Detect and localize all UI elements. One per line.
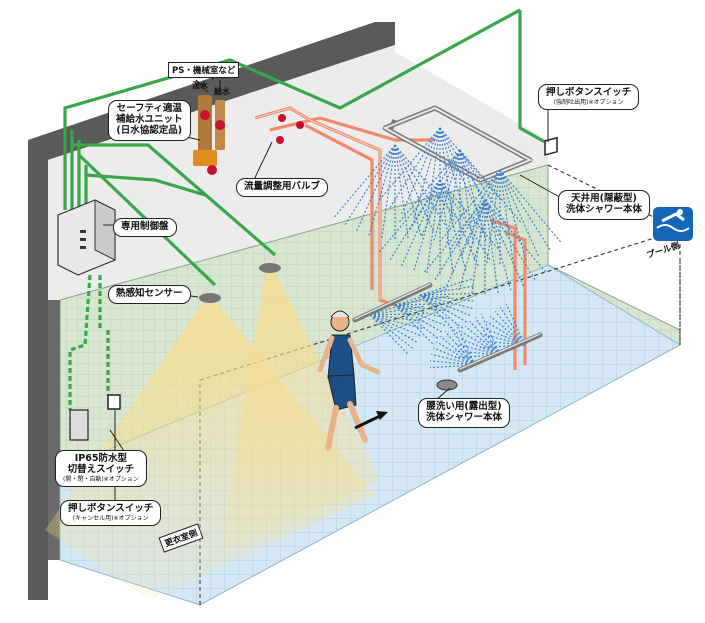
sensor-beam-right bbox=[220, 272, 380, 555]
pool-icon bbox=[653, 207, 693, 241]
spray-line bbox=[499, 307, 526, 346]
person-figure bbox=[317, 310, 381, 451]
spray-line bbox=[464, 325, 501, 356]
wall-switches bbox=[69, 136, 558, 441]
cold-water-label: 給水 bbox=[214, 87, 230, 96]
spray-line bbox=[433, 347, 476, 366]
spray-line bbox=[449, 327, 476, 366]
spray-line bbox=[419, 294, 464, 330]
spray-line bbox=[480, 344, 526, 349]
spray-line bbox=[419, 293, 475, 296]
upper-wall-face bbox=[48, 45, 548, 300]
waist-shower-bars-hl bbox=[354, 283, 541, 370]
spray-line bbox=[369, 314, 418, 344]
spray-line bbox=[419, 294, 475, 302]
spray-line bbox=[444, 331, 476, 366]
spray-line bbox=[369, 298, 423, 316]
spray-line bbox=[505, 303, 526, 346]
spray-line bbox=[439, 335, 476, 366]
spray-line bbox=[419, 285, 475, 296]
ceiling-shower-frame-hl bbox=[382, 106, 533, 182]
push-button-top-callout: 押しボタンスイッチ (強制吐出用)※オプション bbox=[538, 84, 640, 111]
spray-line bbox=[394, 303, 450, 306]
spray-line bbox=[474, 317, 501, 356]
spray-line bbox=[369, 314, 424, 330]
spray-line bbox=[419, 294, 474, 310]
spray-line bbox=[394, 304, 447, 327]
spray-line bbox=[394, 304, 449, 320]
spray-line bbox=[419, 294, 468, 324]
spray-line bbox=[430, 364, 476, 369]
spray-patterns bbox=[333, 127, 562, 369]
spray-line bbox=[455, 354, 501, 359]
spray-line bbox=[394, 304, 434, 345]
spray-line bbox=[394, 304, 450, 312]
spray-line bbox=[394, 304, 439, 340]
spray-line bbox=[394, 304, 443, 334]
spray-line bbox=[458, 337, 501, 356]
spray-line bbox=[369, 314, 425, 322]
supply-valves bbox=[193, 79, 304, 175]
cold-water-pipes bbox=[63, 8, 546, 410]
spray-line bbox=[455, 350, 501, 356]
spray-line bbox=[369, 314, 409, 355]
spray-line bbox=[394, 288, 448, 306]
spray-line bbox=[461, 331, 501, 356]
spray-line bbox=[419, 278, 473, 296]
control-panel-callout: 専用制御盤 bbox=[113, 218, 177, 237]
spray-line bbox=[431, 353, 476, 366]
push-button-bottom-callout: 押しボタンスイッチ (キャンセル用)※オプション bbox=[60, 500, 162, 527]
spray-line bbox=[369, 314, 414, 350]
spray-line bbox=[455, 323, 476, 366]
walking-arrowhead bbox=[376, 411, 388, 420]
heat-sensors bbox=[199, 263, 281, 303]
spray-line bbox=[436, 341, 476, 366]
spray-line bbox=[489, 315, 526, 346]
spray-line bbox=[369, 314, 422, 337]
spray-line bbox=[480, 313, 501, 356]
spray-line bbox=[483, 327, 526, 346]
floor-drain bbox=[436, 379, 458, 391]
hot-water-label: 温水 bbox=[192, 81, 208, 90]
ceiling-shower-callout: 天井用(隠蔽型) 洗体シャワー本体 bbox=[558, 190, 651, 220]
heat-sensor-callout: 熱感知センサー bbox=[108, 285, 191, 304]
spray-line bbox=[419, 294, 472, 317]
spray-line bbox=[486, 321, 526, 346]
ip65-switch-callout: IP65防水型 切替えスイッチ (開・閉・自動)※オプション bbox=[55, 450, 147, 488]
spray-line bbox=[481, 333, 526, 346]
spray-line bbox=[494, 311, 526, 346]
waist-shower-bars bbox=[352, 282, 543, 373]
spray-line bbox=[419, 294, 459, 335]
spray-line bbox=[480, 340, 526, 346]
walking-direction-arrow bbox=[354, 414, 381, 430]
spray-line bbox=[430, 360, 476, 366]
spray-line bbox=[469, 321, 501, 356]
control-panel-box bbox=[57, 199, 116, 276]
ps-room-label: PS・機械室など bbox=[168, 62, 240, 78]
safety-unit-callout: セーフティ適温 補給水ユニット (日水協認定品) bbox=[108, 100, 191, 141]
left-partition bbox=[48, 300, 60, 560]
spray-line bbox=[456, 343, 501, 356]
waist-shower-callout: 腰洗い用(露出型) 洗体シャワー本体 bbox=[418, 398, 511, 428]
spray-line bbox=[369, 313, 425, 316]
flow-valve-callout: 流量調整用バルブ bbox=[236, 178, 329, 197]
